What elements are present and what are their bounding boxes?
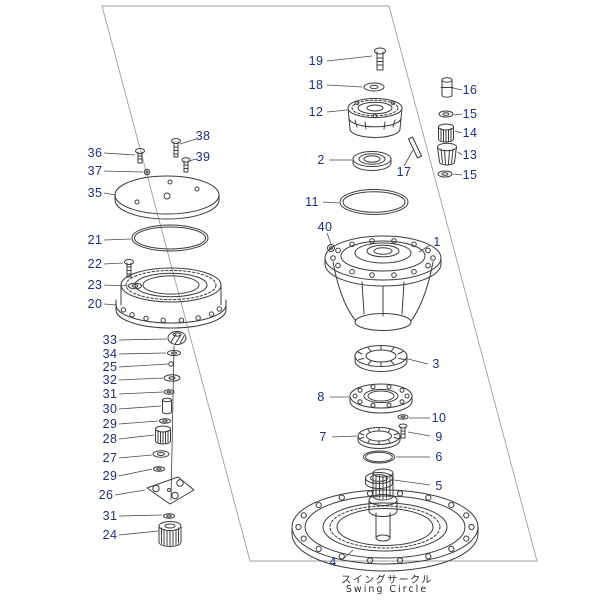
part-washer-18 xyxy=(363,82,385,92)
part-washer-10 xyxy=(397,414,409,420)
callout-25: 25 xyxy=(102,359,118,374)
callout-36: 36 xyxy=(87,145,103,160)
part-carrier-12 xyxy=(347,98,403,138)
part-ring-29b xyxy=(153,466,165,472)
caption-english: Swing Circle xyxy=(345,584,429,595)
part-bolt-19 xyxy=(374,47,386,71)
part-bearing-13 xyxy=(437,142,457,166)
callout-3: 3 xyxy=(432,356,440,371)
callout-1: 1 xyxy=(433,234,441,249)
callout-11: 11 xyxy=(305,194,319,209)
callout-12: 12 xyxy=(308,104,324,119)
part-oring-6 xyxy=(363,450,395,464)
part-bearing-2 xyxy=(352,151,392,171)
axis-line xyxy=(170,345,175,501)
part-plug-40 xyxy=(327,244,335,252)
callout-35: 35 xyxy=(87,185,103,200)
caption-japanese: スイングサークル xyxy=(341,575,433,586)
callout-27: 27 xyxy=(102,450,118,465)
part-ring-31a xyxy=(163,389,175,395)
part-washer-34 xyxy=(167,349,181,357)
callout-33: 33 xyxy=(102,332,118,347)
callout-28: 28 xyxy=(102,431,118,446)
part-swing-circle-4 xyxy=(291,468,479,572)
callout-9: 9 xyxy=(435,429,443,444)
part-washer-15a xyxy=(438,110,454,118)
callout-24: 24 xyxy=(102,527,118,542)
callout-14: 14 xyxy=(462,125,478,140)
callout-21: 21 xyxy=(87,232,103,247)
part-ball-25 xyxy=(168,361,174,367)
part-washer-32 xyxy=(163,374,181,382)
part-flange-8 xyxy=(349,383,413,414)
part-bolt-39 xyxy=(181,157,191,173)
part-bearing-7 xyxy=(357,427,401,449)
callout-32: 32 xyxy=(102,372,118,387)
callout-26: 26 xyxy=(98,487,114,502)
part-plug-16 xyxy=(440,77,454,98)
part-cover-35 xyxy=(114,175,220,220)
callout-6: 6 xyxy=(435,449,443,464)
border-frame xyxy=(101,5,538,562)
callout-38: 38 xyxy=(195,128,211,143)
callout-31-a: 31 xyxy=(102,386,118,401)
callout-40: 40 xyxy=(317,219,333,234)
callout-13: 13 xyxy=(462,147,478,162)
part-ring-gear-20 xyxy=(115,267,227,329)
part-bearing-3 xyxy=(354,345,408,372)
part-plate-26 xyxy=(146,476,195,505)
part-pin-37 xyxy=(143,168,151,176)
part-bushing-14 xyxy=(438,123,454,143)
callout-34: 34 xyxy=(102,346,118,361)
callout-8: 8 xyxy=(317,389,325,404)
part-ring-27 xyxy=(152,450,170,458)
part-ring-31b xyxy=(163,513,175,519)
callout-31-b: 31 xyxy=(102,508,118,523)
callout-39: 39 xyxy=(195,149,211,164)
callout-29-b: 29 xyxy=(102,468,118,483)
part-bearing-28 xyxy=(155,425,171,445)
callout-2: 2 xyxy=(317,152,325,167)
part-oring-11 xyxy=(339,189,409,215)
callout-37: 37 xyxy=(87,163,103,178)
part-case-1 xyxy=(324,235,442,331)
part-oring-21 xyxy=(131,224,209,252)
callout-30: 30 xyxy=(102,401,118,416)
callout-7: 7 xyxy=(319,429,327,444)
callout-22: 22 xyxy=(87,256,103,271)
part-gear-33 xyxy=(167,331,187,345)
part-spacer-30 xyxy=(162,397,172,415)
callout-16: 16 xyxy=(462,82,478,97)
part-pin-17 xyxy=(408,136,422,159)
leader-lines xyxy=(103,55,463,561)
callout-15-b: 15 xyxy=(462,167,478,182)
part-bolt-36 xyxy=(135,148,145,164)
part-washer-15b xyxy=(437,170,453,178)
part-bolt-22 xyxy=(124,259,134,278)
callout-10: 10 xyxy=(431,410,447,425)
part-bolt-9 xyxy=(398,423,408,439)
callout-29-a: 29 xyxy=(102,416,118,431)
part-bolt-38 xyxy=(171,138,181,158)
callout-17: 17 xyxy=(396,164,412,179)
part-ring-29a xyxy=(159,418,171,424)
part-gear-24 xyxy=(158,521,182,547)
callout-4: 4 xyxy=(329,554,337,569)
callout-23: 23 xyxy=(87,277,103,292)
callout-18: 18 xyxy=(308,77,324,92)
callout-5: 5 xyxy=(435,478,443,493)
callout-19: 19 xyxy=(308,53,324,68)
callout-20: 20 xyxy=(87,296,103,311)
callout-15-a: 15 xyxy=(462,106,478,121)
